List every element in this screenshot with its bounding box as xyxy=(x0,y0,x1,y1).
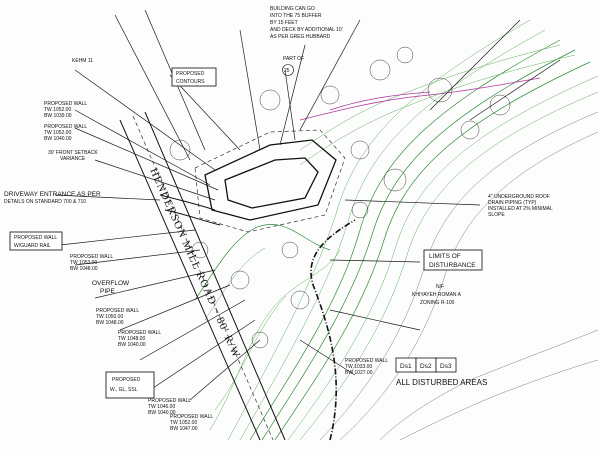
wall-label-3: PROPOSED WALL TW 1053.00 BW 1048.00 xyxy=(70,254,113,272)
svg-text:BW 1048.00: BW 1048.00 xyxy=(70,266,98,272)
svg-text:PROPOSED WALL: PROPOSED WALL xyxy=(96,308,139,314)
svg-text:TW 1050.00: TW 1050.00 xyxy=(96,314,123,320)
svg-text:TW 1052.00: TW 1052.00 xyxy=(44,130,71,136)
svg-text:4" UNDERGROUND ROOF: 4" UNDERGROUND ROOF xyxy=(488,194,550,200)
underground-roof-drain-note: 4" UNDERGROUND ROOF DRAIN PIPING (TYP) I… xyxy=(488,194,553,218)
svg-text:PROPOSED WALL: PROPOSED WALL xyxy=(14,235,57,241)
part-of-label: PART OF xyxy=(283,56,304,62)
svg-text:VARIANCE: VARIANCE xyxy=(60,156,86,162)
svg-text:Ds3: Ds3 xyxy=(440,363,452,370)
overflow-pipe-note: OVERFLOW PIPE xyxy=(92,280,130,295)
front-setback-note: 30' FRONT SETBACK VARIANCE xyxy=(48,150,98,162)
proposed-wall-guardrail-box xyxy=(9,231,63,251)
proposed-wl-gl-ssl-box xyxy=(105,371,155,399)
svg-text:TW 1052.00: TW 1052.00 xyxy=(44,107,71,113)
svg-text:PROPOSED WALL: PROPOSED WALL xyxy=(148,398,191,404)
svg-text:INTO THE 75 BUFFER: INTO THE 75 BUFFER xyxy=(270,13,322,19)
svg-text:PROPOSED WALL: PROPOSED WALL xyxy=(44,101,87,107)
svg-text:BW 1048.00: BW 1048.00 xyxy=(96,320,124,326)
svg-text:BUILDING CAN GO: BUILDING CAN GO xyxy=(270,6,315,12)
wall-label-4: PROPOSED WALL TW 1050.00 BW 1048.00 xyxy=(96,308,139,326)
svg-text:DISTURBANCE: DISTURBANCE xyxy=(429,262,476,269)
proposed-contours-box xyxy=(171,67,217,87)
svg-text:ZONING R-100: ZONING R-100 xyxy=(420,300,455,306)
svg-text:PROPOSED: PROPOSED xyxy=(112,377,141,383)
svg-text:BW 1040.00: BW 1040.00 xyxy=(44,136,72,142)
road-name-label: HENDERSON MILL ROAD ~ 80' R/W xyxy=(147,166,242,360)
svg-text:Ds1: Ds1 xyxy=(400,363,412,370)
svg-text:CONTOURS: CONTOURS xyxy=(176,79,205,85)
existing-contours xyxy=(194,19,599,441)
property-line xyxy=(299,77,541,441)
svg-text:W., GL, SSL: W., GL, SSL xyxy=(110,387,138,393)
svg-text:W/GUARD RAIL: W/GUARD RAIL xyxy=(14,243,51,249)
driveway xyxy=(159,194,221,226)
svg-text:BW 1047.00: BW 1047.00 xyxy=(170,426,198,432)
svg-text:INSTALLED AT 2% MINIMAL: INSTALLED AT 2% MINIMAL xyxy=(488,206,553,212)
driveway-note: DRIVEWAY ENTRANCE AS PER DETAILS ON STAN… xyxy=(4,191,101,205)
wall-label-1: PROPOSED WALL TW 1052.00 BW 1039.00 xyxy=(44,101,87,119)
svg-text:BW 1027.00: BW 1027.00 xyxy=(345,370,373,376)
svg-text:TW 1052.00: TW 1052.00 xyxy=(170,420,197,426)
building-footprint xyxy=(194,129,346,233)
limits-of-disturbance-box xyxy=(423,249,483,271)
svg-text:AS PER GREG HUBBARD: AS PER GREG HUBBARD xyxy=(270,34,331,40)
road-henderson-mill xyxy=(119,111,286,441)
svg-text:PROPOSED: PROPOSED xyxy=(176,71,205,77)
svg-text:DRAIN PIPING (TYP): DRAIN PIPING (TYP) xyxy=(488,200,537,206)
svg-text:BW 1040.00: BW 1040.00 xyxy=(118,342,146,348)
svg-text:TW 1048.00: TW 1048.00 xyxy=(118,336,145,342)
svg-text:30' FRONT SETBACK: 30' FRONT SETBACK xyxy=(48,150,98,156)
wall-label-6: PROPOSED WALL TW 1046.00 BW 1040.00 xyxy=(148,398,191,416)
svg-text:TW 1053.00: TW 1053.00 xyxy=(70,260,97,266)
svg-text:N/F: N/F xyxy=(436,284,444,290)
wall-label-7: PROPOSED WALL TW 1052.00 BW 1047.00 xyxy=(170,414,213,432)
svg-text:PROPOSED WALL: PROPOSED WALL xyxy=(44,124,87,130)
wall-label-2: PROPOSED WALL TW 1052.00 BW 1040.00 xyxy=(44,124,87,142)
svg-text:LIMITS OF: LIMITS OF xyxy=(429,253,461,260)
svg-text:KHIYAYEH ROMAN A: KHIYAYEH ROMAN A xyxy=(412,292,462,298)
top-left-note: KEHM 11 xyxy=(72,58,93,64)
disturbed-area-legend: Ds1 Ds2 Ds3 xyxy=(395,357,457,373)
svg-text:DRIVEWAY ENTRANCE AS PER: DRIVEWAY ENTRANCE AS PER xyxy=(4,191,101,198)
svg-text:BW 1040.00: BW 1040.00 xyxy=(148,410,176,416)
svg-text:PIPE: PIPE xyxy=(100,288,115,295)
svg-text:TW 1046.00: TW 1046.00 xyxy=(148,404,175,410)
svg-text:TW 1033.00: TW 1033.00 xyxy=(345,364,372,370)
svg-text:PROPOSED WALL: PROPOSED WALL xyxy=(345,358,388,364)
svg-text:AND DECK BY ADDITIONAL 10': AND DECK BY ADDITIONAL 10' xyxy=(270,27,343,33)
svg-text:Ds2: Ds2 xyxy=(420,363,432,370)
all-disturbed-areas-label: ALL DISTURBED AREAS xyxy=(396,378,487,387)
svg-text:PROPOSED WALL: PROPOSED WALL xyxy=(70,254,113,260)
svg-text:BW 1039.00: BW 1039.00 xyxy=(44,113,72,119)
owner-note: N/F KHIYAYEH ROMAN A ZONING R-100 xyxy=(412,284,462,306)
leader-lines xyxy=(54,9,561,401)
building-buffer-note: BUILDING CAN GO INTO THE 75 BUFFER BY 15… xyxy=(270,6,343,40)
svg-text:DETAILS ON STANDARD 700 & 710: DETAILS ON STANDARD 700 & 710 xyxy=(4,199,86,205)
svg-text:BY 15 FEET: BY 15 FEET xyxy=(270,20,298,26)
svg-text:PROPOSED WALL: PROPOSED WALL xyxy=(118,330,161,336)
trees xyxy=(169,46,511,349)
svg-text:OVERFLOW: OVERFLOW xyxy=(92,280,130,287)
svg-text:SLOPE: SLOPE xyxy=(488,212,505,218)
wall-label-8: PROPOSED WALL TW 1033.00 BW 1027.00 xyxy=(345,358,388,376)
svg-text:PROPOSED WALL: PROPOSED WALL xyxy=(170,414,213,420)
wall-label-5: PROPOSED WALL TW 1048.00 BW 1040.00 xyxy=(118,330,161,348)
part-of-number: 25 xyxy=(284,68,290,74)
